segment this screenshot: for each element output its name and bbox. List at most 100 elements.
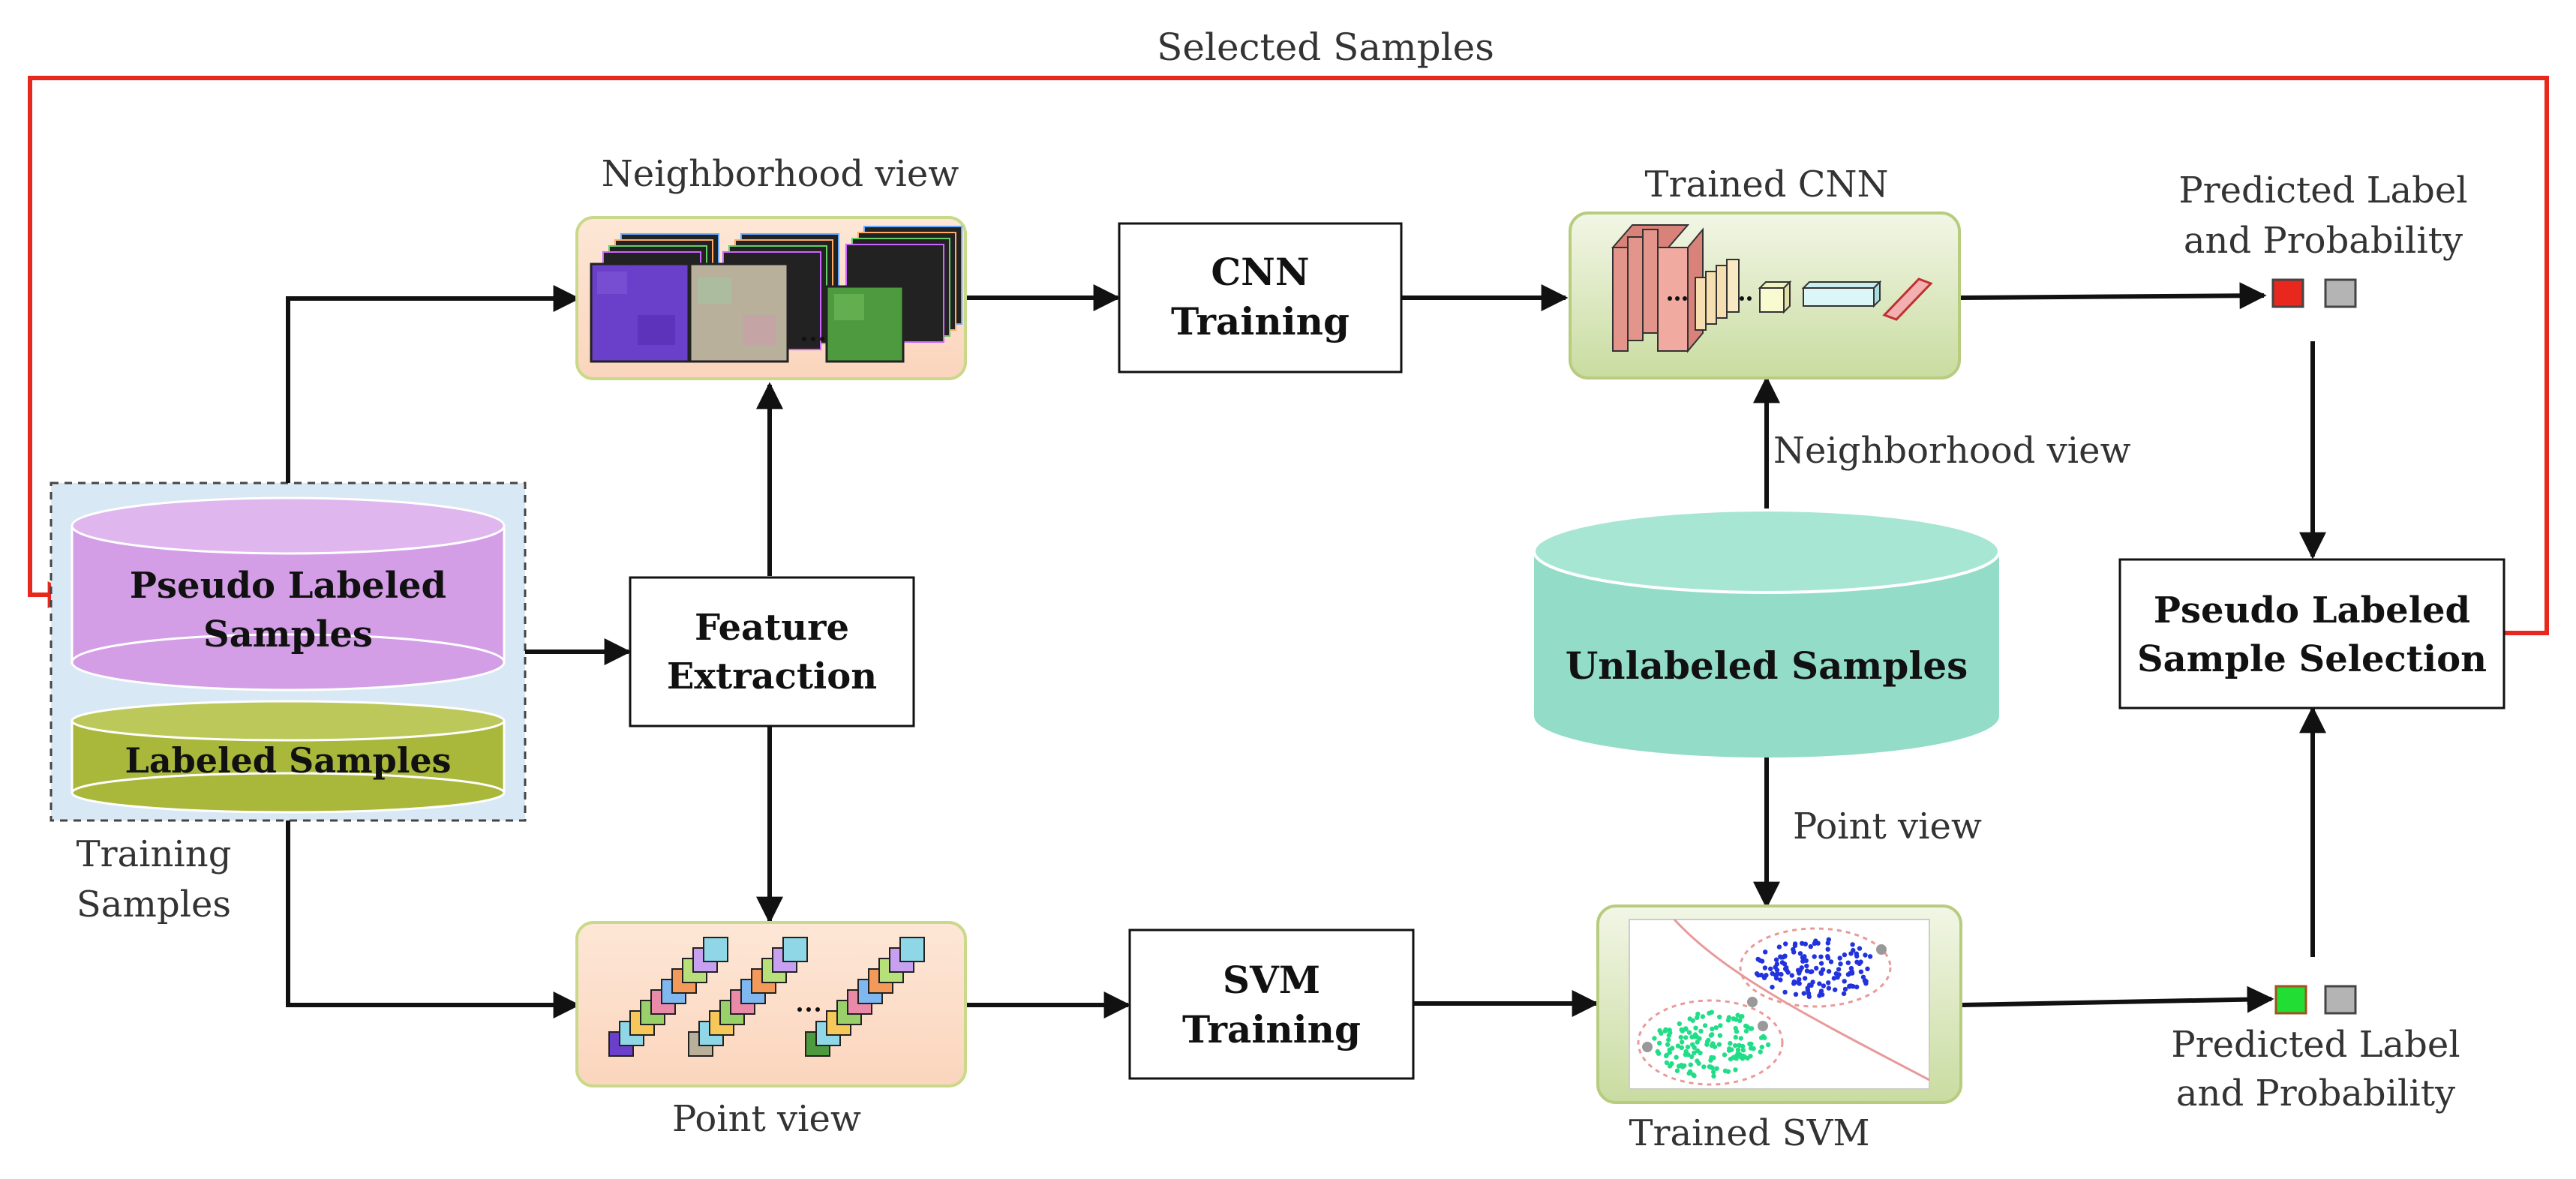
svm-sample-dot [1778,977,1783,982]
svm-sample-dot [1812,954,1817,959]
svm-sample-dot [1706,1037,1711,1043]
svm-sample-dot [1685,1044,1691,1050]
selection-label-2: Sample Selection [2137,638,2487,680]
svm-sample-dot [1857,946,1863,951]
labeled-samples-db [71,700,506,814]
svm-sample-dot [1686,1030,1692,1035]
svm-sample-dot [1789,973,1794,978]
svm-sample-dot [1836,972,1842,977]
svm-sample-dot [1849,969,1854,974]
svm-sample-dot [1743,1023,1749,1029]
neighborhood-view-mid-label: Neighborhood view [1773,430,2131,472]
svm-sample-dot [1693,1025,1698,1030]
svm-sample-dot [1791,950,1797,955]
svm-sample-dot [1803,976,1808,981]
svm-sample-dot [1792,941,1798,946]
svm-sample-dot [1733,1025,1738,1031]
svm-sample-dot [1689,1054,1695,1060]
vector-stack-2 [688,937,808,1057]
predicted-bottom-label-1: Predicted Label [2171,1024,2460,1066]
svm-sample-dot [1663,1053,1669,1059]
pseudo-label-selection-box [2118,558,2505,710]
cnn-architecture-icon [1611,224,1933,353]
svm-sample-dot [1762,1035,1767,1040]
svm-sample-dot [1731,1055,1736,1060]
svm-sample-dot [1765,1042,1771,1048]
svm-sample-dot [1826,980,1831,986]
svm-sample-dot [1825,946,1830,952]
svm-sample-dot [1669,1061,1674,1066]
feature-extraction-label-2: Extraction [667,656,877,698]
svm-sample-dot [1804,963,1809,969]
svm-sample-dot [1711,1073,1716,1079]
svm-sample-dot [1860,974,1866,980]
pseudo-labeled-label-2: Samples [203,614,373,656]
svm-sample-dot [1825,940,1830,946]
svm-sample-dot [1847,983,1852,989]
svm-sample-dot [1825,954,1830,959]
svm-sample-dot [1716,1042,1722,1047]
flow-arrows [286,282,2326,1018]
trained-cnn-box [1569,212,1961,380]
training-samples-group: Pseudo Labeled Samples Labeled Samples [50,482,527,822]
svm-sample-dot [1782,966,1788,972]
svm-sample-dot [1801,991,1806,996]
svm-sample-dot [1695,1015,1700,1021]
svm-sample-dot [1858,959,1863,964]
svm-sample-dot [1826,986,1832,991]
svm-sample-dot [1820,967,1826,973]
svm-sample-dot [1740,1048,1746,1053]
svm-training-label-1: SVM [1223,958,1320,1002]
svm-sample-dot [1783,941,1788,946]
svm-sample-dot [1665,1042,1671,1047]
cnn-training-label-2: Training [1171,299,1350,344]
svm-sample-dot [1734,1017,1739,1022]
svm-sample-dot [1806,994,1812,1000]
svm-sample-dot [1698,1050,1703,1056]
svm-sample-dot [1854,959,1860,965]
svm-sample-dot [1714,1066,1719,1071]
svm-sample-dot [1743,1028,1749,1034]
svm-sample-dot [1826,969,1832,974]
svm-scatter-icon [1629,918,1930,1090]
cnn-training-box [1118,222,1403,374]
svm-sample-dot [1725,1069,1731,1074]
svm-sample-dot [1802,954,1807,959]
svm-sample-dot [1697,1036,1702,1041]
svm-sample-dot [1797,968,1803,974]
svm-sample-dot [1791,981,1797,986]
svm-sample-dot [1737,1042,1742,1048]
svm-sample-dot [1732,1042,1738,1048]
svm-sample-dot [1770,970,1775,976]
cnn-training-label-1: CNN [1211,250,1309,294]
svm-sample-dot [1679,1027,1684,1033]
vector-stack-1 [608,937,728,1057]
svm-sample-dot [1804,968,1810,974]
svm-sample-dot [1807,982,1812,988]
svm-sample-dot [1674,1068,1680,1073]
point-view-bottom-label: Point view [672,1098,861,1140]
predicted-top-label-1: Predicted Label [2178,170,2467,212]
svm-sample-dot [1841,991,1847,997]
svm-sample-dot [1842,986,1848,992]
svm-training-label-2: Training [1182,1007,1361,1052]
svm-sample-dot [1842,952,1848,958]
svm-sample-dot [1727,1046,1732,1052]
predicted-bottom-swatches [2274,985,2357,1015]
svm-sample-dot [1701,1064,1707,1070]
unlabeled-samples-label: Unlabeled Samples [1566,644,1968,688]
vector-stack-3 [805,937,925,1057]
svm-sample-dot [1863,978,1868,983]
svm-sample-dot [1865,966,1870,972]
svm-sample-dot [1831,976,1837,981]
svm-sample-dot [1692,1050,1697,1056]
svm-sample-dot [1854,984,1860,990]
svm-sample-dot [1686,1052,1691,1058]
svm-sample-dot [1726,1015,1732,1020]
svm-sample-dot [1675,1043,1681,1048]
svm-sample-dot [1717,1014,1722,1020]
trained-svm-label: Trained SVM [1629,1112,1870,1154]
svm-sample-dot [1818,988,1824,994]
svm-sample-dot [1778,954,1783,959]
